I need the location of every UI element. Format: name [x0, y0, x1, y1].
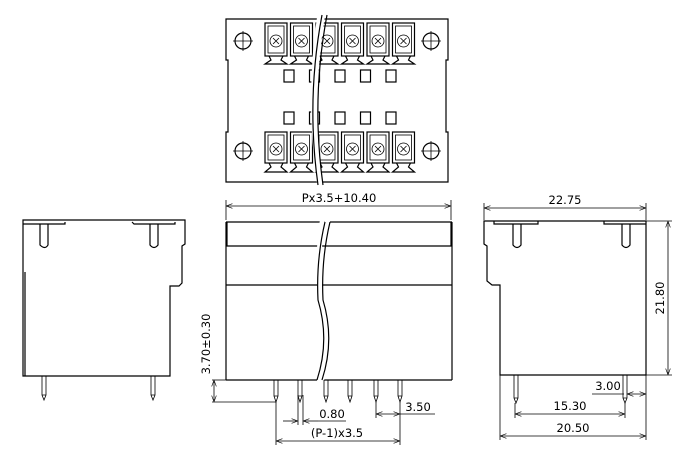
mounting-hole-icon	[421, 31, 441, 51]
dim-row-offset-label: 3.00	[595, 379, 621, 393]
dim-pin-height-label: 3.70±0.30	[199, 314, 213, 375]
pin-pad	[283, 69, 295, 83]
pin	[397, 380, 403, 404]
pin	[297, 380, 303, 404]
terminal-block	[339, 22, 366, 65]
dimension-base-depth: 20.50	[499, 375, 647, 440]
dimension-row-offset: 3.00	[592, 375, 647, 398]
pin	[323, 380, 329, 404]
dim-pitch-label: 3.50	[405, 400, 431, 414]
mounting-hole-icon	[421, 141, 441, 161]
screw-icon	[371, 142, 385, 156]
right-side-view	[483, 220, 647, 405]
pin-pad	[359, 111, 372, 125]
pin-pad	[359, 69, 372, 83]
terminal-block	[263, 22, 289, 65]
terminal-block	[288, 22, 315, 65]
dim-height-label: 21.80	[653, 282, 667, 315]
dimension-row-spacing: 15.30	[514, 399, 626, 418]
dimension-pin-width: 0.80	[283, 395, 346, 425]
terminal-block	[263, 131, 289, 173]
dimension-height: 21.80	[646, 220, 672, 376]
dim-base-depth-label: 20.50	[557, 421, 590, 435]
terminal-block	[365, 131, 391, 173]
left-side-view	[22, 219, 186, 402]
mounting-hole-icon	[233, 141, 253, 161]
pin-pad	[385, 111, 397, 125]
screw-icon	[320, 142, 334, 156]
screw-icon	[295, 142, 308, 156]
pin	[347, 380, 353, 404]
dim-depth-label: 22.75	[549, 193, 582, 207]
dim-pin-width-label: 0.80	[319, 407, 345, 421]
dimension-pin-span: (P-1)x3.5	[275, 402, 401, 445]
screw-icon	[371, 34, 385, 48]
dim-pin-span-label: (P-1)x3.5	[311, 426, 363, 440]
dim-row-spacing-label: 15.30	[554, 399, 587, 413]
front-view	[225, 214, 453, 404]
pin-pad	[385, 69, 397, 83]
screw-icon	[397, 142, 410, 156]
pin-pad	[334, 69, 346, 83]
pin-pad	[334, 111, 346, 125]
terminal-block	[339, 131, 366, 173]
terminal-block	[390, 22, 417, 65]
dimension-pin-height: 3.70±0.30	[199, 314, 276, 403]
dimension-pitch: 3.50	[375, 400, 435, 418]
screw-icon	[346, 34, 359, 48]
dimension-overall-length: Px3.5+10.40	[225, 191, 452, 220]
dim-overall-length-label: Px3.5+10.40	[302, 191, 377, 205]
terminal-block	[288, 131, 315, 173]
pin-pad	[283, 111, 295, 125]
screw-icon	[269, 34, 283, 48]
screw-icon	[295, 34, 308, 48]
terminal-block	[390, 131, 417, 173]
mounting-hole-icon	[233, 31, 253, 51]
pin	[273, 380, 279, 404]
screw-icon	[269, 142, 283, 156]
terminal-block	[365, 22, 391, 65]
screw-icon	[397, 34, 410, 48]
pin	[373, 380, 379, 404]
dimension-depth: 22.75	[483, 193, 647, 220]
top-view	[225, 18, 449, 183]
screw-icon	[346, 142, 359, 156]
